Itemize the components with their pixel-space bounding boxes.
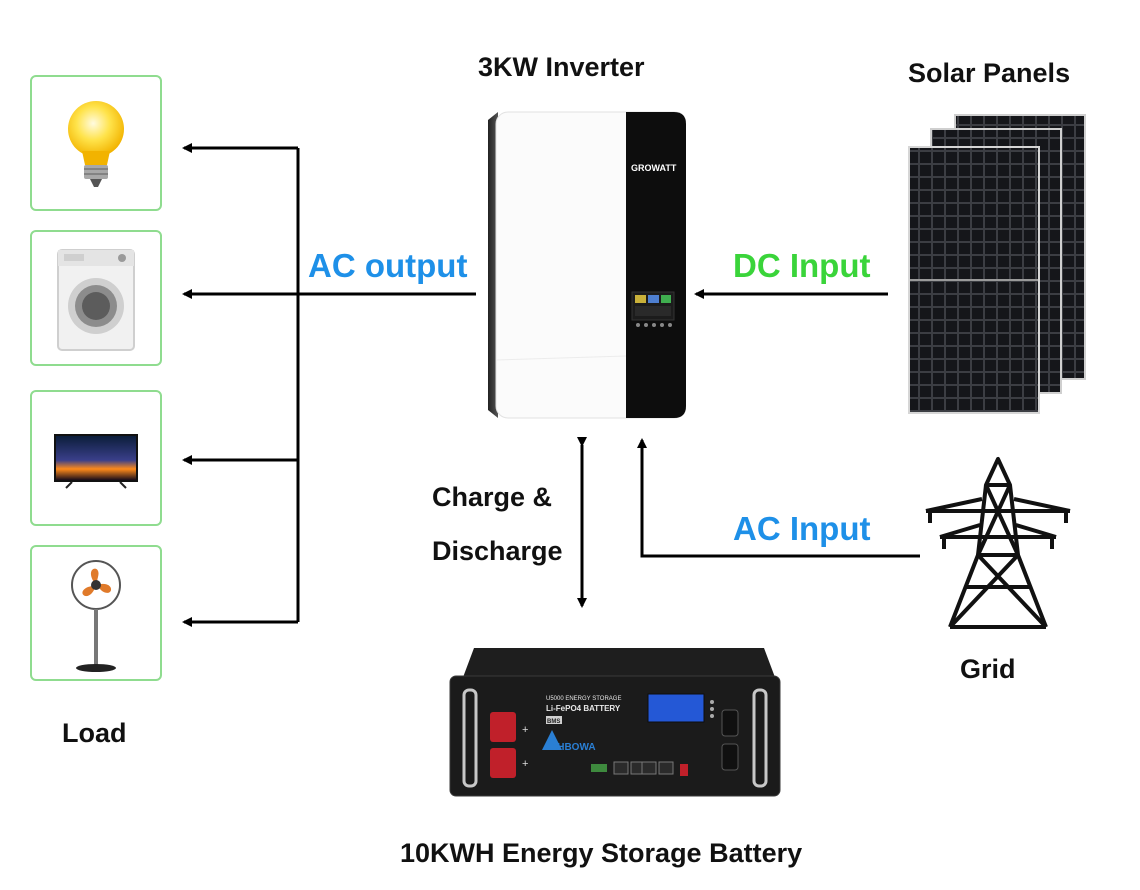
light-bulb-icon [68, 101, 124, 187]
load-box-bulb [30, 75, 162, 211]
grid-label: Grid [960, 654, 1016, 684]
inverter-device: GROWATT [486, 110, 686, 420]
battery-model-text: U5000 ENERGY STORAGE [546, 696, 621, 702]
inverter-brand: GROWATT [631, 163, 677, 173]
grid-tower [920, 455, 1076, 635]
svg-text:+: + [522, 724, 528, 736]
battery-brand-text: AHBOWA [550, 742, 596, 753]
load-label: Load [62, 718, 127, 748]
ac-input-label: AC Input [733, 510, 871, 547]
svg-text:+: + [522, 758, 528, 770]
solar-panel-icon [908, 114, 1086, 414]
ac-input-arrow [637, 438, 920, 558]
inverter-title: 3KW Inverter [478, 52, 645, 82]
charge-label-line2: Discharge [432, 536, 563, 566]
load-box-tv [30, 390, 162, 526]
battery-chem-text: Li-FePO4 BATTERY [546, 704, 621, 713]
solar-panels [906, 112, 1090, 418]
battery-title: 10KWH Energy Storage Battery [400, 838, 803, 868]
battery-device: + + U5000 ENERGY STORAGE Li-FePO4 BATTER… [446, 640, 784, 802]
transmission-tower-icon [925, 457, 1071, 629]
charge-label-line1: Charge & [432, 482, 553, 512]
battery-bms-text: BMS [547, 719, 560, 725]
standing-fan-icon [71, 560, 121, 672]
load-box-fan [30, 545, 162, 681]
washing-machine-icon [57, 249, 135, 351]
dc-input-label: DC Input [733, 247, 871, 284]
television-icon [54, 434, 138, 489]
solar-title: Solar Panels [908, 58, 1071, 88]
ac-output-label: AC output [308, 247, 468, 284]
load-box-washer [30, 230, 162, 366]
